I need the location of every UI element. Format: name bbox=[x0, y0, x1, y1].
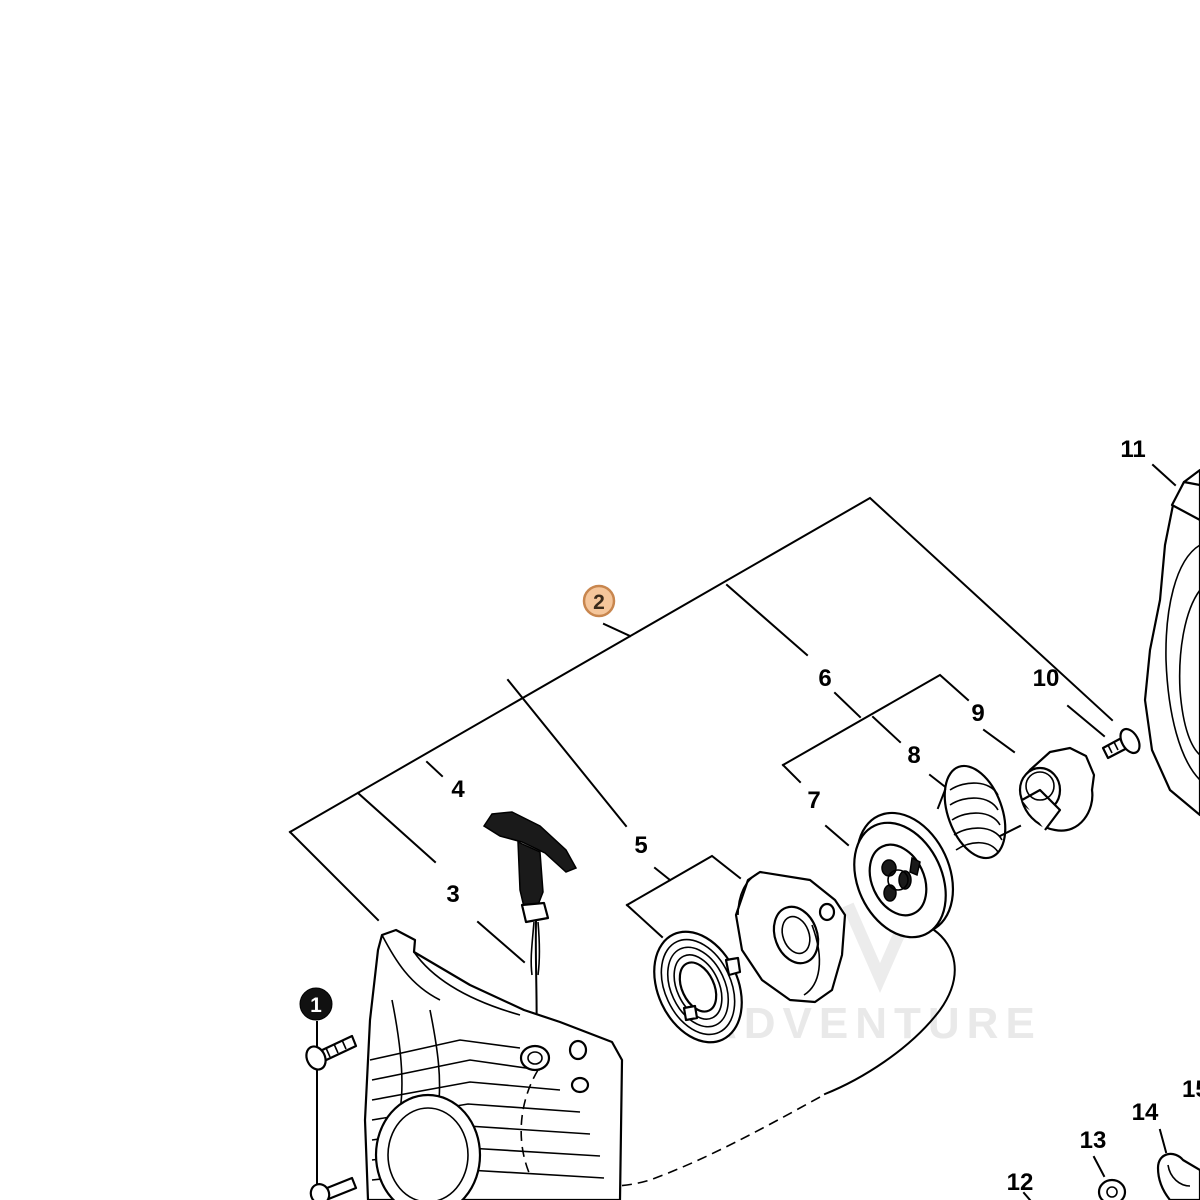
starter-rope bbox=[823, 928, 956, 1096]
callout-1-badge bbox=[299, 987, 333, 1021]
part-5-spring bbox=[653, 930, 743, 1044]
part-3-housing bbox=[363, 928, 624, 1200]
label-9[interactable]: 9 bbox=[971, 700, 984, 727]
label-5[interactable]: 5 bbox=[634, 832, 647, 859]
label-2: 2 bbox=[593, 591, 605, 614]
part-9-carrier bbox=[1018, 746, 1096, 832]
part-labels: 3 4 5 6 7 8 9 10 11 12 13 14 15 bbox=[446, 436, 1200, 1196]
part-10-screw bbox=[1101, 727, 1141, 760]
label-4[interactable]: 4 bbox=[451, 776, 465, 803]
part-13-washer bbox=[1097, 1178, 1127, 1200]
label-11[interactable]: 11 bbox=[1120, 436, 1145, 463]
label-6[interactable]: 6 bbox=[818, 665, 831, 692]
watermark-text: ADVENTURE bbox=[705, 999, 1042, 1048]
label-13[interactable]: 13 bbox=[1080, 1127, 1107, 1154]
part-8-spring bbox=[936, 764, 1022, 860]
label-3[interactable]: 3 bbox=[446, 881, 459, 908]
label-8[interactable]: 8 bbox=[907, 742, 920, 769]
label-1: 1 bbox=[310, 994, 322, 1017]
leader-lines bbox=[288, 463, 1177, 1200]
part-7-rotor bbox=[853, 811, 955, 939]
label-12[interactable]: 12 bbox=[1007, 1169, 1034, 1196]
callout-2-badge bbox=[582, 584, 616, 618]
part-11-housing bbox=[1143, 468, 1200, 817]
callout-2[interactable]: 2 bbox=[582, 584, 616, 618]
label-15[interactable]: 15 bbox=[1182, 1076, 1200, 1103]
label-7[interactable]: 7 bbox=[807, 787, 820, 814]
part-1-screws bbox=[305, 1034, 358, 1200]
part-14-clip bbox=[1156, 1152, 1200, 1200]
label-14[interactable]: 14 bbox=[1132, 1099, 1159, 1126]
label-10[interactable]: 10 bbox=[1033, 665, 1060, 692]
callout-1[interactable]: 1 bbox=[299, 987, 333, 1021]
part-5-spring-housing bbox=[734, 870, 847, 1004]
part-4-grip bbox=[482, 811, 578, 1052]
